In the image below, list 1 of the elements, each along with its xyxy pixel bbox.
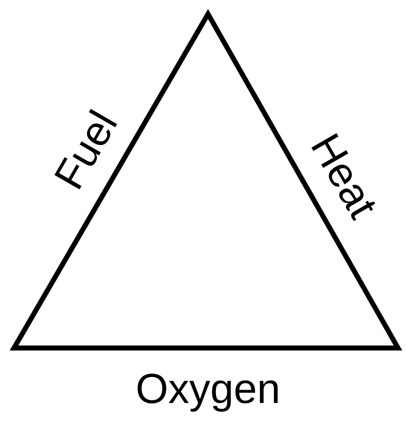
side-label: Oxygen xyxy=(136,368,280,410)
